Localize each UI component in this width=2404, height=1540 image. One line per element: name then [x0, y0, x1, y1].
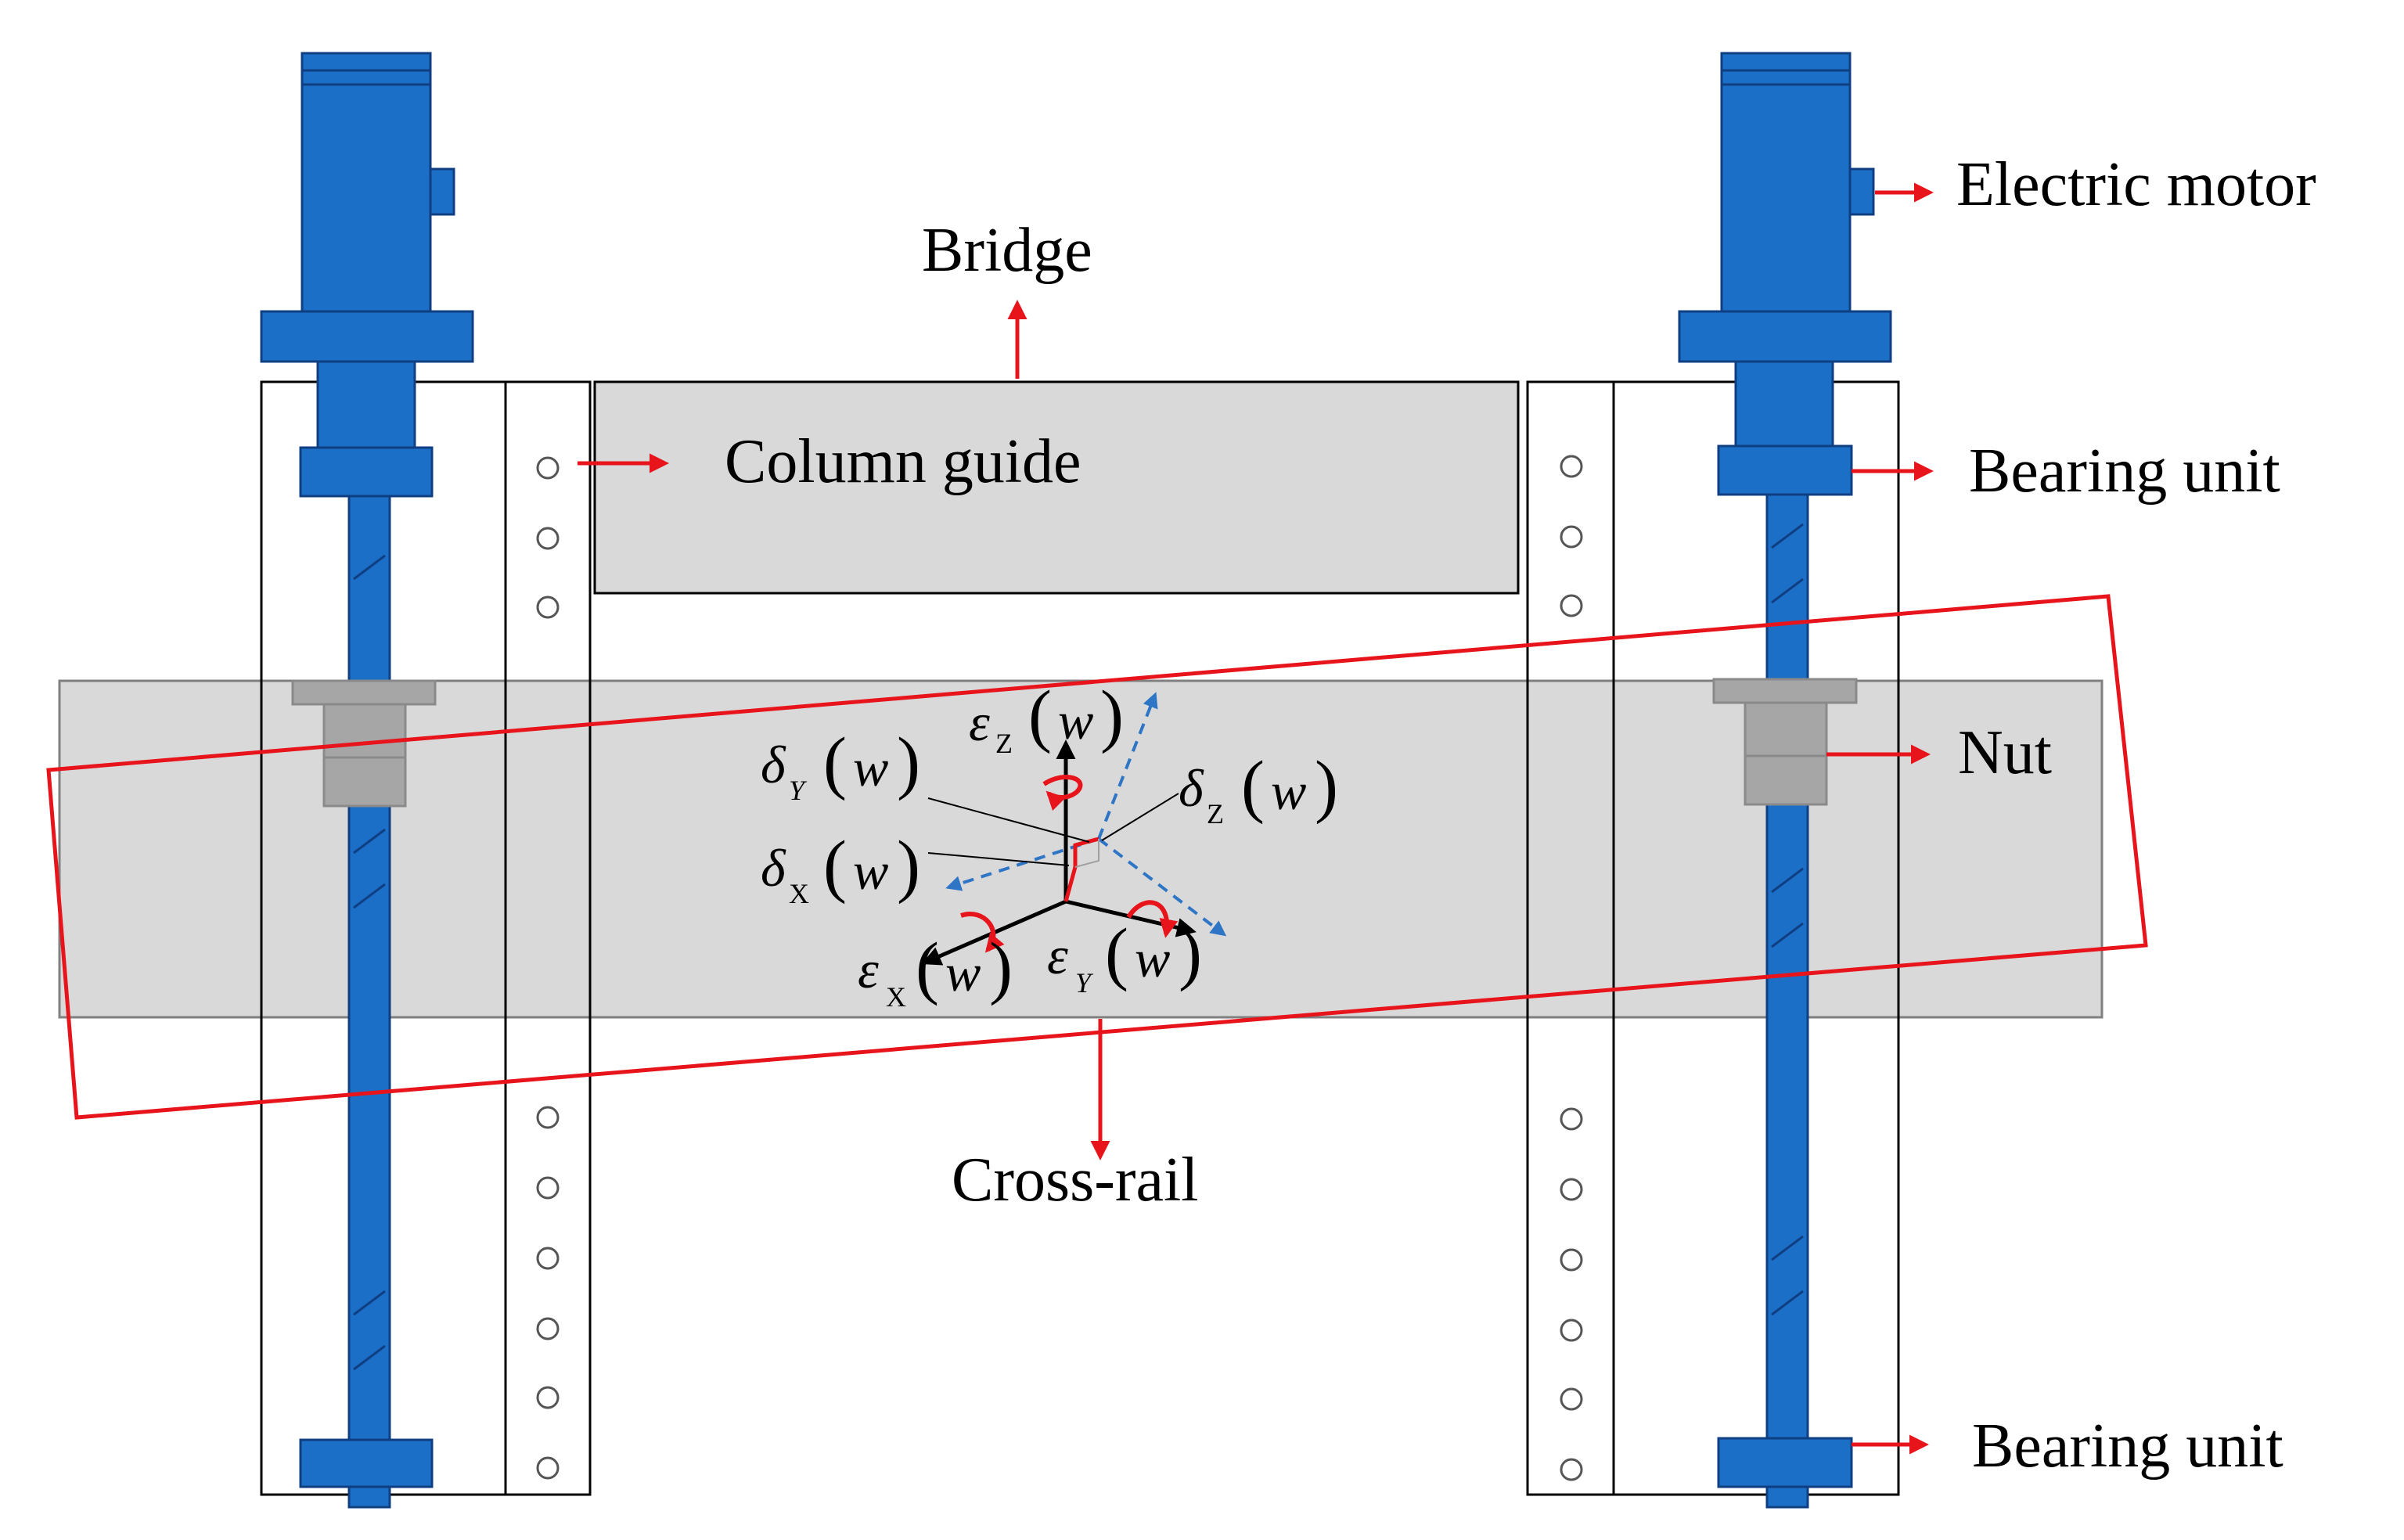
epsilon-x-close-paren: ): [989, 929, 1013, 1006]
right-column-guide: [1526, 380, 1615, 1496]
screw-end-stub: [1765, 1485, 1809, 1509]
epsilon-y-close-paren: ): [1179, 915, 1202, 992]
nut-label: Nut: [1958, 718, 2052, 787]
delta-x-open-paren: (: [823, 827, 847, 905]
bridge: [593, 380, 1520, 595]
rotation-arrow-icon: [1042, 775, 1083, 811]
bearing-unit-icon: [1717, 444, 1853, 496]
delta-x-symbol: δ: [761, 838, 786, 898]
epsilon-y-open-paren: (: [1105, 915, 1128, 992]
delta-z-leader: [1101, 793, 1179, 841]
column-guide-label: Column guide: [725, 427, 1081, 496]
epsilon-y-subscript: Y: [1075, 967, 1094, 998]
delta-y-label: δ Y ( w ): [761, 724, 920, 806]
delta-z-symbol: δ: [1179, 758, 1204, 818]
epsilon-z-close-paren: ): [1100, 677, 1124, 754]
delta-y-close-paren: ): [897, 724, 920, 801]
epsilon-x-label: ε X ( w ): [858, 929, 1013, 1013]
delta-z-argument: w: [1271, 761, 1306, 821]
callout-arrows: [578, 182, 1934, 1455]
delta-x-argument: w: [853, 841, 888, 901]
epsilon-y-label: ε Y ( w ): [1047, 915, 1202, 998]
nut-icon: [291, 679, 437, 808]
delta-x-subscript: X: [789, 878, 809, 909]
delta-x-leader: [927, 852, 1070, 866]
delta-y-open-paren: (: [823, 724, 847, 801]
rotation-arrow-icon: [1126, 900, 1179, 938]
electric-motor-icon: [260, 52, 474, 449]
epsilon-x-subscript: X: [886, 981, 906, 1013]
left-column-guide: [504, 380, 592, 1496]
screw-end-stub: [347, 1485, 391, 1509]
error-coordinate-frame: [921, 692, 1227, 966]
rotation-arrow-icon: [960, 912, 1005, 953]
delta-x-label: δ X ( w ): [761, 827, 920, 909]
deviated-cross-rail-outline: [46, 594, 2148, 1120]
epsilon-z-open-paren: (: [1028, 677, 1052, 754]
epsilon-x-symbol: ε: [858, 940, 879, 999]
column-guide-holes: [1560, 455, 1583, 1481]
deviated-z-axis: [1097, 692, 1158, 840]
epsilon-z-argument: w: [1058, 691, 1093, 750]
cross-rail-label: Cross-rail: [952, 1146, 1199, 1214]
bearing-unit-icon: [299, 1438, 434, 1488]
right-column: [1526, 52, 1900, 1509]
screw-thread-marks: [1771, 523, 1804, 1316]
bearing-unit-bottom-label: Bearing unit: [1972, 1412, 2283, 1481]
offset-box: [1074, 839, 1099, 868]
delta-y-symbol: δ: [761, 735, 786, 794]
bearing-unit-icon: [299, 446, 434, 498]
epsilon-y-symbol: ε: [1047, 926, 1068, 985]
ball-screw-icon: [347, 484, 391, 1504]
delta-z-close-paren: ): [1315, 747, 1338, 825]
nut-icon: [1712, 678, 1858, 806]
electric-motor-icon: [1678, 52, 1892, 449]
delta-z-subscript: Z: [1207, 798, 1224, 829]
left-column: [260, 52, 592, 1509]
delta-y-subscript: Y: [789, 775, 808, 806]
deviated-y-axis: [1097, 837, 1227, 937]
epsilon-z-symbol: ε: [969, 693, 990, 752]
bearing-unit-icon: [1717, 1437, 1853, 1488]
delta-y-leader: [927, 797, 1090, 843]
epsilon-x-argument: w: [945, 943, 981, 1002]
delta-z-label: δ Z ( w ): [1179, 747, 1338, 829]
epsilon-y-argument: w: [1135, 929, 1170, 988]
screw-thread-marks: [353, 554, 386, 1371]
epsilon-z-label: ε Z ( w ): [969, 677, 1124, 759]
delta-z-open-paren: (: [1241, 747, 1265, 825]
epsilon-z-subscript: Z: [995, 728, 1013, 759]
electric-motor-label: Electric motor: [1956, 150, 2316, 219]
bearing-unit-top-label: Bearing unit: [1969, 437, 2280, 506]
bridge-label: Bridge: [922, 216, 1092, 285]
column-guide-holes: [536, 456, 560, 1480]
ball-screw-icon: [1765, 484, 1809, 1504]
delta-x-close-paren: ): [897, 827, 920, 905]
epsilon-x-open-paren: (: [916, 929, 939, 1006]
delta-y-argument: w: [853, 738, 888, 797]
